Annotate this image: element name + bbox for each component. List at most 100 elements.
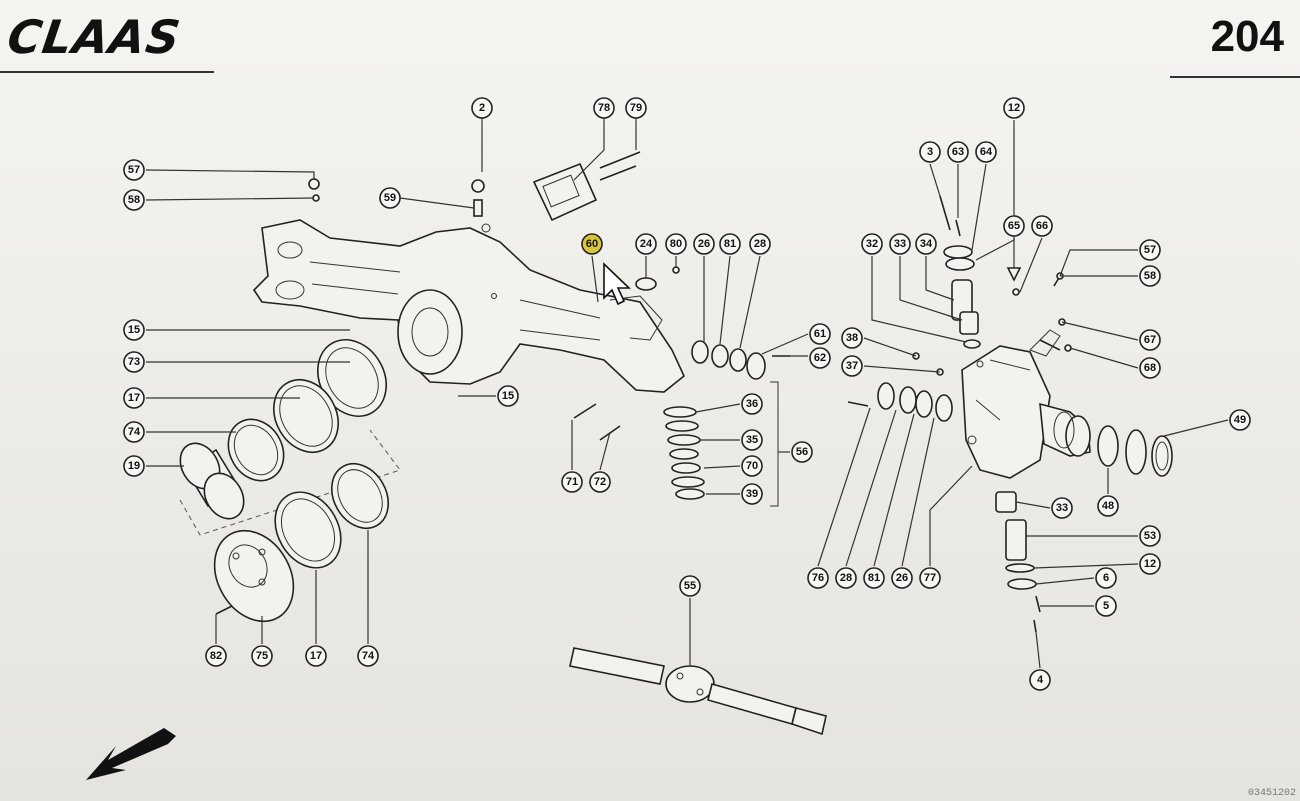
svg-text:64: 64 <box>980 146 993 158</box>
callout-66[interactable]: 66 <box>1031 215 1053 237</box>
callout-57-right[interactable]: 57 <box>1139 239 1161 261</box>
callout-12-bottom[interactable]: 12 <box>1139 553 1161 575</box>
callout-63[interactable]: 63 <box>947 141 969 163</box>
callout-32[interactable]: 32 <box>861 233 883 255</box>
svg-text:57: 57 <box>1144 244 1156 256</box>
callout-36[interactable]: 36 <box>741 393 763 415</box>
callout-28-top[interactable]: 28 <box>749 233 771 255</box>
svg-text:49: 49 <box>1234 414 1246 426</box>
callout-2[interactable]: 2 <box>471 97 493 119</box>
svg-text:6: 6 <box>1103 572 1109 584</box>
direction-arrow <box>86 728 176 780</box>
callout-81-bottom[interactable]: 81 <box>863 567 885 589</box>
callout-6[interactable]: 6 <box>1095 567 1117 589</box>
svg-text:71: 71 <box>566 476 578 488</box>
callout-17-left[interactable]: 17 <box>123 387 145 409</box>
callout-26-bottom[interactable]: 26 <box>891 567 913 589</box>
callout-82[interactable]: 82 <box>205 645 227 667</box>
callout-74-left[interactable]: 74 <box>123 421 145 443</box>
callout-55[interactable]: 55 <box>679 575 701 597</box>
svg-text:17: 17 <box>310 650 322 662</box>
callout-12-top[interactable]: 12 <box>1003 97 1025 119</box>
callout-75[interactable]: 75 <box>251 645 273 667</box>
svg-text:2: 2 <box>479 102 485 114</box>
callout-68[interactable]: 68 <box>1139 357 1161 379</box>
callout-76[interactable]: 76 <box>807 567 829 589</box>
callout-77[interactable]: 77 <box>919 567 941 589</box>
callout-24[interactable]: 24 <box>635 233 657 255</box>
svg-text:81: 81 <box>868 572 880 584</box>
callout-5[interactable]: 5 <box>1095 595 1117 617</box>
grease-nipples <box>1006 267 1022 296</box>
callout-60[interactable]: 60 <box>581 233 603 255</box>
callout-17-bottom[interactable]: 17 <box>305 645 327 667</box>
svg-text:19: 19 <box>128 460 140 472</box>
callout-35[interactable]: 35 <box>741 429 763 451</box>
callout-34[interactable]: 34 <box>915 233 937 255</box>
svg-text:34: 34 <box>920 238 933 250</box>
svg-text:66: 66 <box>1036 220 1048 232</box>
callout-49[interactable]: 49 <box>1229 409 1251 431</box>
drive-shaft <box>569 647 827 736</box>
header-rule-right <box>1170 76 1300 78</box>
svg-text:61: 61 <box>814 328 826 340</box>
kingpin-lower-stack <box>995 491 1041 633</box>
callout-15-top[interactable]: 15 <box>123 319 145 341</box>
svg-text:24: 24 <box>640 238 653 250</box>
callout-38[interactable]: 38 <box>841 327 863 349</box>
callout-53[interactable]: 53 <box>1139 525 1161 547</box>
callout-67[interactable]: 67 <box>1139 329 1161 351</box>
callout-81-top[interactable]: 81 <box>719 233 741 255</box>
callout-58-left[interactable]: 58 <box>123 189 145 211</box>
callout-39[interactable]: 39 <box>741 483 763 505</box>
svg-text:48: 48 <box>1102 500 1114 512</box>
callout-65[interactable]: 65 <box>1003 215 1025 237</box>
callout-19[interactable]: 19 <box>123 455 145 477</box>
callout-4[interactable]: 4 <box>1029 669 1051 691</box>
svg-text:5: 5 <box>1103 600 1109 612</box>
callout-62[interactable]: 62 <box>809 347 831 369</box>
callout-28-bottom[interactable]: 28 <box>835 567 857 589</box>
callout-78[interactable]: 78 <box>593 97 615 119</box>
svg-text:58: 58 <box>1144 270 1156 282</box>
svg-text:68: 68 <box>1144 362 1156 374</box>
small-seals <box>635 266 680 291</box>
callout-79[interactable]: 79 <box>625 97 647 119</box>
svg-text:65: 65 <box>1008 220 1020 232</box>
callout-64[interactable]: 64 <box>975 141 997 163</box>
small-bolts-right <box>1029 272 1072 357</box>
callout-3[interactable]: 3 <box>919 141 941 163</box>
callout-71[interactable]: 71 <box>561 471 583 493</box>
callout-57-left[interactable]: 57 <box>123 159 145 181</box>
callout-33-top[interactable]: 33 <box>889 233 911 255</box>
callout-72[interactable]: 72 <box>589 471 611 493</box>
svg-text:70: 70 <box>746 460 758 472</box>
callout-74-bottom[interactable]: 74 <box>357 645 379 667</box>
callout-70[interactable]: 70 <box>741 455 763 477</box>
callout-73[interactable]: 73 <box>123 351 145 373</box>
callout-80[interactable]: 80 <box>665 233 687 255</box>
kingpin-upper-stack <box>939 195 981 349</box>
callout-56[interactable]: 56 <box>791 441 813 463</box>
svg-text:62: 62 <box>814 352 826 364</box>
callout-33-bottom[interactable]: 33 <box>1051 497 1073 519</box>
svg-text:78: 78 <box>598 102 610 114</box>
callout-59[interactable]: 59 <box>379 187 401 209</box>
callout-58-right[interactable]: 58 <box>1139 265 1161 287</box>
svg-text:12: 12 <box>1008 102 1020 114</box>
roll-pins <box>573 403 621 441</box>
svg-text:77: 77 <box>924 572 936 584</box>
svg-text:60: 60 <box>586 238 598 250</box>
callout-37[interactable]: 37 <box>841 355 863 377</box>
svg-text:82: 82 <box>210 650 222 662</box>
callout-26-top[interactable]: 26 <box>693 233 715 255</box>
svg-text:28: 28 <box>754 238 766 250</box>
svg-text:39: 39 <box>746 488 758 500</box>
svg-text:74: 74 <box>128 426 141 438</box>
callout-61[interactable]: 61 <box>809 323 831 345</box>
svg-text:76: 76 <box>812 572 824 584</box>
callout-15-bottom[interactable]: 15 <box>497 385 519 407</box>
svg-text:57: 57 <box>128 164 140 176</box>
callout-48[interactable]: 48 <box>1097 495 1119 517</box>
